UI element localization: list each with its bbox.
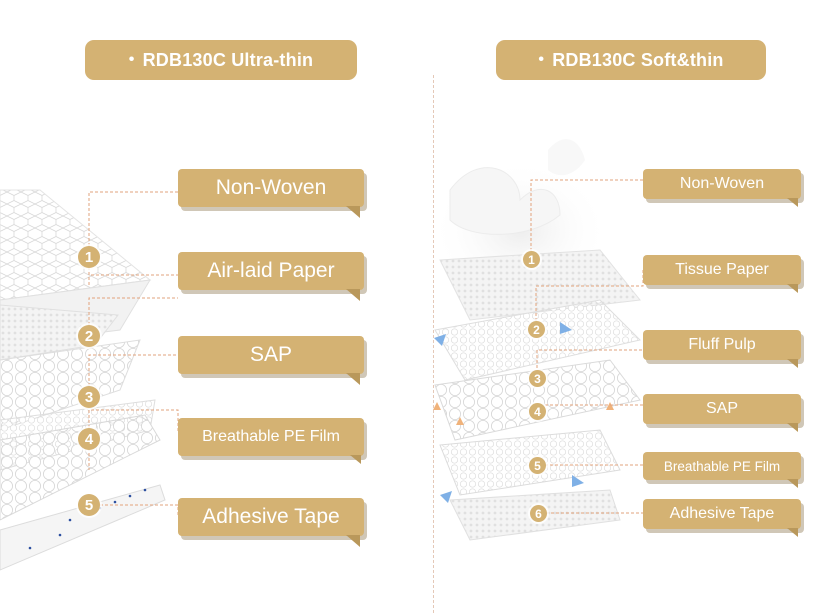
callout-tail bbox=[787, 479, 798, 488]
right-label-breathable-pe-film: Breathable PE Film bbox=[643, 452, 801, 488]
callout-tail bbox=[346, 206, 360, 218]
left-label-non-woven: Non-Woven bbox=[178, 169, 364, 218]
callout-tail bbox=[346, 373, 360, 385]
bullet-icon: • bbox=[538, 51, 545, 68]
left-label-air-laid-paper: Air-laid Paper bbox=[178, 252, 364, 301]
right-badge-6: 6 bbox=[530, 505, 547, 522]
bullet-icon: • bbox=[128, 51, 135, 68]
left-badge-5: 5 bbox=[78, 494, 100, 516]
callout-tail bbox=[787, 423, 798, 432]
callout-tail bbox=[787, 528, 798, 537]
callout-tail bbox=[346, 289, 360, 301]
left-label-sap: SAP bbox=[178, 336, 364, 385]
left-label-adhesive-tape: Adhesive Tape bbox=[178, 498, 364, 547]
callout-tail bbox=[350, 455, 361, 464]
left-badge-3: 3 bbox=[78, 386, 100, 408]
right-panel-title-text: RDB130C Soft&thin bbox=[552, 49, 724, 70]
right-label-tissue-paper: Tissue Paper bbox=[643, 255, 801, 293]
left-panel-title: • RDB130C Ultra-thin bbox=[85, 40, 357, 80]
right-badge-3: 3 bbox=[529, 370, 546, 387]
left-panel-title-text: RDB130C Ultra-thin bbox=[142, 49, 314, 70]
right-panel-title: • RDB130C Soft&thin bbox=[496, 40, 766, 80]
left-layer-stack bbox=[0, 189, 166, 571]
left-label-breathable-pe-film: Breathable PE Film bbox=[178, 418, 364, 464]
right-badge-5: 5 bbox=[529, 457, 546, 474]
right-label-non-woven: Non-Woven bbox=[643, 169, 801, 207]
callout-tail bbox=[346, 535, 360, 547]
callout-tail bbox=[787, 198, 798, 207]
right-label-sap: SAP bbox=[643, 394, 801, 432]
panel-divider bbox=[433, 75, 434, 613]
callout-tail bbox=[787, 284, 798, 293]
left-badge-2: 2 bbox=[78, 325, 100, 347]
right-badge-1: 1 bbox=[523, 251, 540, 268]
right-illustration bbox=[430, 139, 641, 541]
right-badge-4: 4 bbox=[529, 403, 546, 420]
right-label-adhesive-tape: Adhesive Tape bbox=[643, 499, 801, 537]
callout-tail bbox=[787, 359, 798, 368]
right-label-fluff-pulp: Fluff Pulp bbox=[643, 330, 801, 368]
left-badge-1: 1 bbox=[78, 246, 100, 268]
left-badge-4: 4 bbox=[78, 428, 100, 450]
right-badge-2: 2 bbox=[528, 321, 545, 338]
